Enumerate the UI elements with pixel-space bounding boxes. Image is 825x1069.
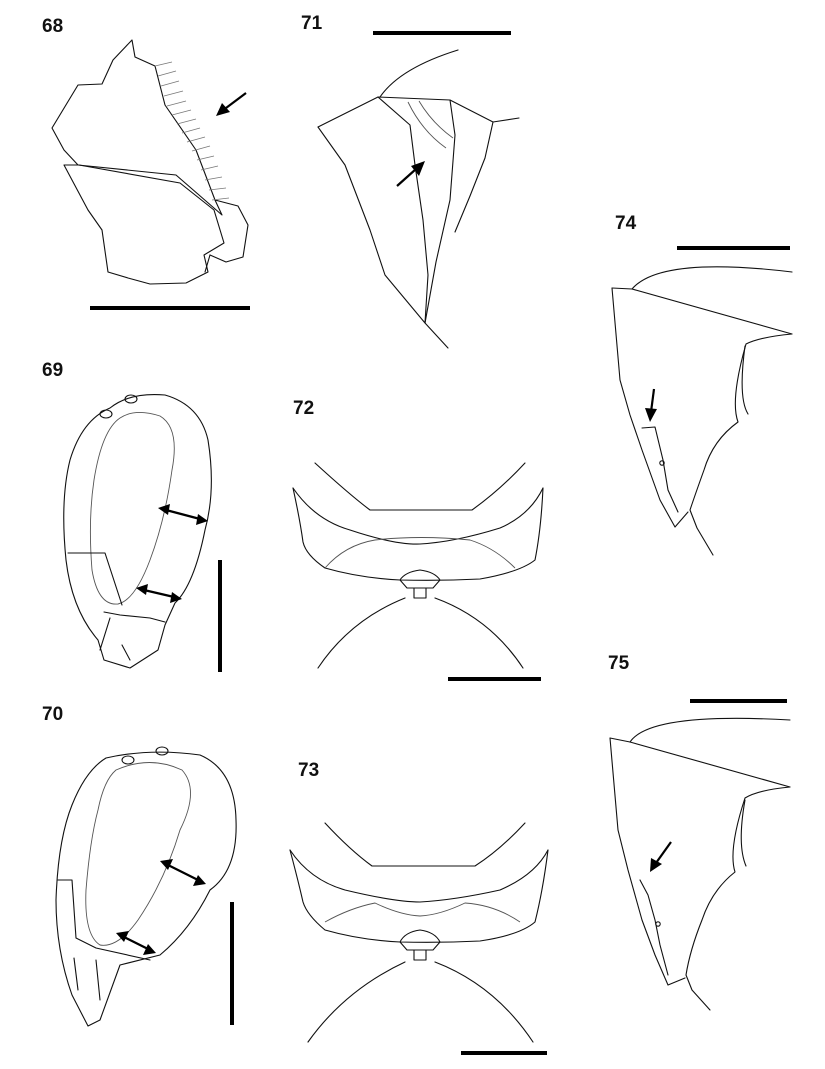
scale-bar-69 <box>218 560 222 672</box>
figure-68-setae <box>154 61 230 201</box>
figure-69-double-arrow-2 <box>136 584 182 603</box>
figure-label-72: 72 <box>293 398 314 419</box>
figure-label-69: 69 <box>42 360 63 381</box>
figure-74-arrow <box>645 388 657 422</box>
scale-bar-73 <box>461 1051 547 1055</box>
figure-label-68: 68 <box>42 16 63 37</box>
scale-bar-75 <box>690 699 787 703</box>
scale-bar-70 <box>230 902 234 1025</box>
figure-73: 73 <box>289 760 549 1055</box>
figure-label-75: 75 <box>608 653 630 674</box>
figure-75-arrow <box>650 841 672 872</box>
figure-72-drawing <box>292 462 544 669</box>
figure-label-73: 73 <box>298 760 319 781</box>
figure-69-drawing <box>63 393 212 669</box>
figure-label-70: 70 <box>42 704 63 725</box>
figure-74: 74 <box>611 213 793 556</box>
scale-bar-74 <box>677 246 790 250</box>
figure-70-drawing <box>55 746 237 1027</box>
figure-74-drawing <box>611 266 793 556</box>
figure-71-drawing <box>317 49 520 349</box>
scale-bar-71 <box>373 31 511 35</box>
scale-bar-72 <box>448 677 541 681</box>
figure-68-arrow <box>216 92 247 116</box>
figure-68: 68 <box>42 16 250 310</box>
figure-70-double-arrow-2 <box>116 931 156 955</box>
figure-69: 69 <box>42 360 222 672</box>
figure-label-71: 71 <box>301 13 323 34</box>
figure-72: 72 <box>292 398 544 681</box>
figure-71-arrow <box>396 161 425 187</box>
figure-75-drawing <box>609 717 791 1011</box>
figure-75: 75 <box>608 653 791 1011</box>
figure-70-double-arrow-1 <box>160 859 206 886</box>
figure-68-drawing <box>51 39 249 285</box>
figure-label-74: 74 <box>615 213 637 234</box>
figure-70: 70 <box>42 704 237 1027</box>
figure-69-double-arrow-1 <box>158 504 208 525</box>
scale-bar-68 <box>90 306 250 310</box>
figure-73-drawing <box>289 822 549 1043</box>
figure-71: 71 <box>301 13 520 349</box>
